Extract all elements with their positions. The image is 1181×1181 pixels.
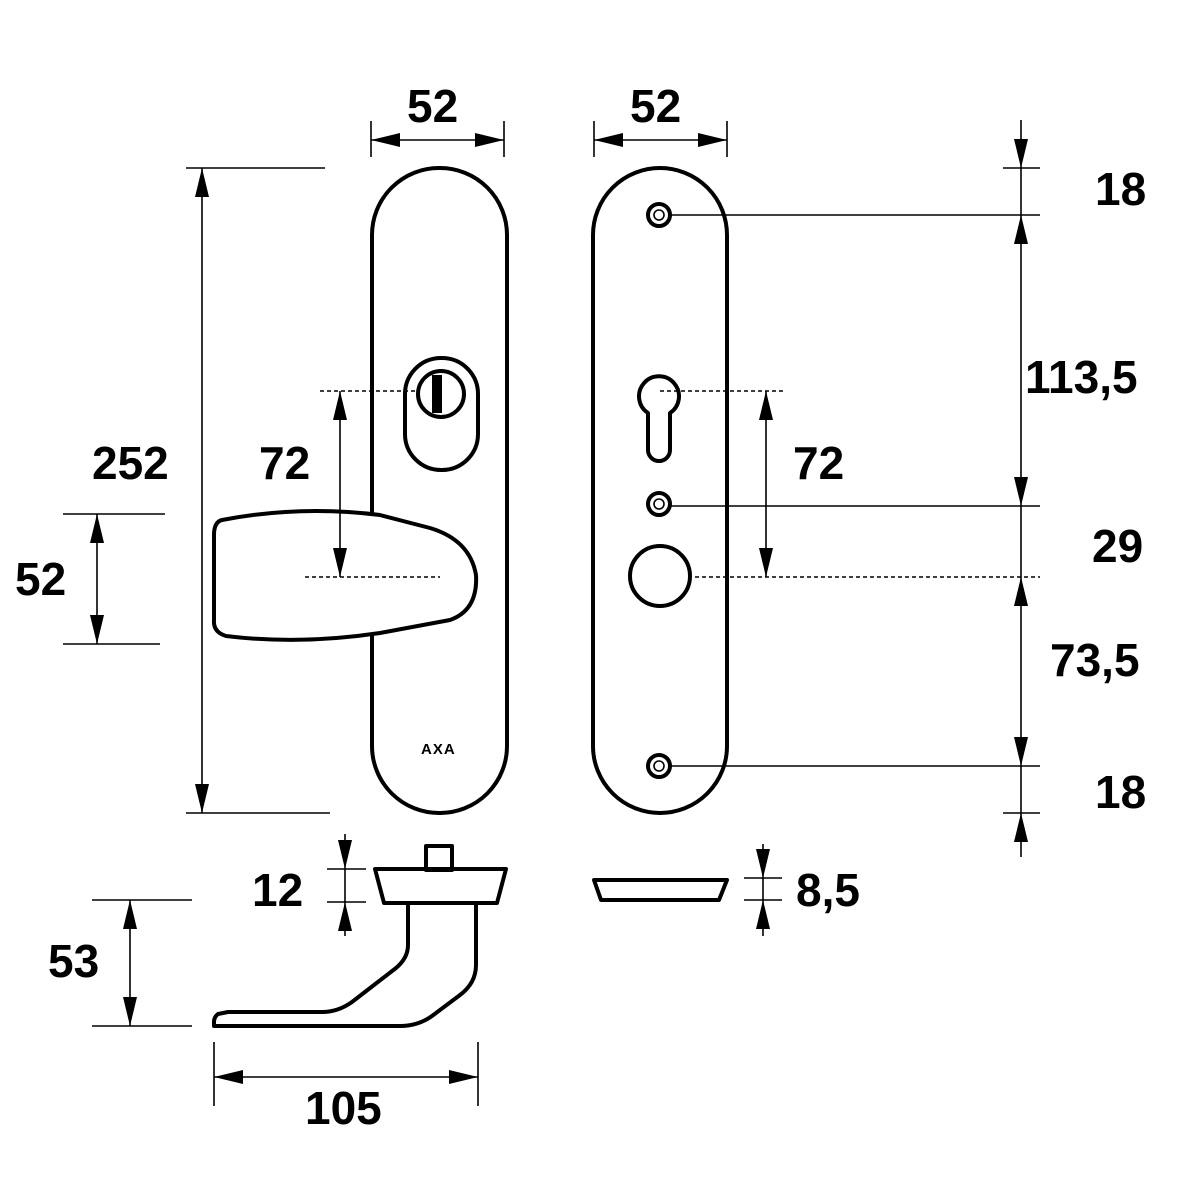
brand-mark: AXA <box>421 741 456 758</box>
total-height-label: 252 <box>92 437 169 489</box>
bottom-screw-outer <box>646 753 672 779</box>
front-plate <box>370 166 509 815</box>
handle-projection-label: 53 <box>48 935 99 987</box>
thumb-turn-slot <box>432 375 442 413</box>
door-knob-handle <box>211 509 479 642</box>
spindle-to-bottom-screw-label: 73,5 <box>1050 634 1140 686</box>
middle-screw-outer <box>646 491 672 517</box>
bottom-screw-inner <box>653 760 665 772</box>
middle-screw-to-spindle-label: 29 <box>1092 520 1143 572</box>
spindle-hole <box>628 544 692 608</box>
spindle-cylinder-right-label: 72 <box>793 437 844 489</box>
back-plate-thickness-label: 8,5 <box>796 864 860 916</box>
rose-thickness-label: 12 <box>252 864 303 916</box>
keyhole-cutout <box>637 374 681 463</box>
bottom-screw-offset-label: 18 <box>1095 766 1146 818</box>
top-screw-inner <box>653 209 665 221</box>
top-to-middle-screw-label: 113,5 <box>1025 351 1138 403</box>
back-plate <box>591 166 729 815</box>
middle-screw-inner <box>653 498 665 510</box>
lever-handle-side-view <box>212 901 478 1028</box>
cylinder-escutcheon <box>403 356 480 472</box>
plate-width-left-label: 52 <box>407 80 458 132</box>
top-screw-outer <box>646 202 672 228</box>
plate-width-right-label: 52 <box>630 80 681 132</box>
thumb-turn <box>416 369 466 419</box>
handle-height-label: 52 <box>15 553 66 605</box>
handle-length-label: 105 <box>305 1082 382 1134</box>
back-plate-side-view <box>592 878 729 902</box>
spindle-cylinder-left-label: 72 <box>259 437 310 489</box>
top-screw-offset-label: 18 <box>1095 163 1146 215</box>
rose-side-view <box>373 867 508 905</box>
thumb-turn-side <box>424 844 454 872</box>
